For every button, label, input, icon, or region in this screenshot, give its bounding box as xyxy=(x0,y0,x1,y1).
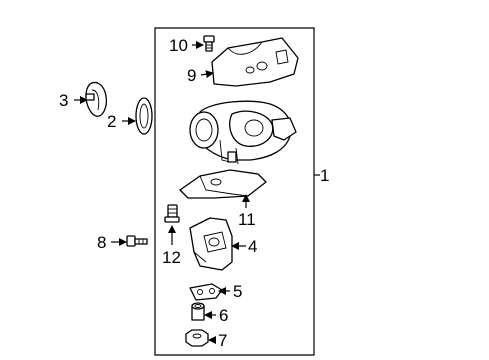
leader-lines xyxy=(74,41,250,344)
part-4-bracket-drawing xyxy=(189,217,233,271)
callout-6: 6 xyxy=(219,306,228,325)
callout-5: 5 xyxy=(233,282,242,301)
part-2-gasket-ring-drawing xyxy=(135,97,153,135)
callout-1: 1 xyxy=(320,166,329,185)
part-3-clamp-drawing xyxy=(85,81,108,117)
callout-12: 12 xyxy=(162,248,181,267)
part-8-bolt-drawing xyxy=(126,235,148,247)
callout-10: 10 xyxy=(169,36,188,55)
part-7-nut-drawing xyxy=(185,329,209,347)
callout-9: 9 xyxy=(187,66,196,85)
part-5-gasket-drawing xyxy=(189,283,223,301)
callout-8: 8 xyxy=(97,233,106,252)
part-6-sleeve-drawing xyxy=(191,302,205,321)
callout-3: 3 xyxy=(59,91,68,110)
part-10-bolt-drawing xyxy=(203,35,215,52)
callout-11: 11 xyxy=(238,210,256,229)
callout-7: 7 xyxy=(218,331,227,350)
part-11-shield-drawing xyxy=(179,169,267,199)
callout-4: 4 xyxy=(248,237,257,256)
assembly-bracket-frame xyxy=(154,27,320,356)
part-9-heat-shield-drawing xyxy=(211,37,299,87)
part-12-stud-drawing xyxy=(164,204,180,223)
turbocharger-drawing xyxy=(189,100,297,165)
callout-2: 2 xyxy=(107,112,116,131)
